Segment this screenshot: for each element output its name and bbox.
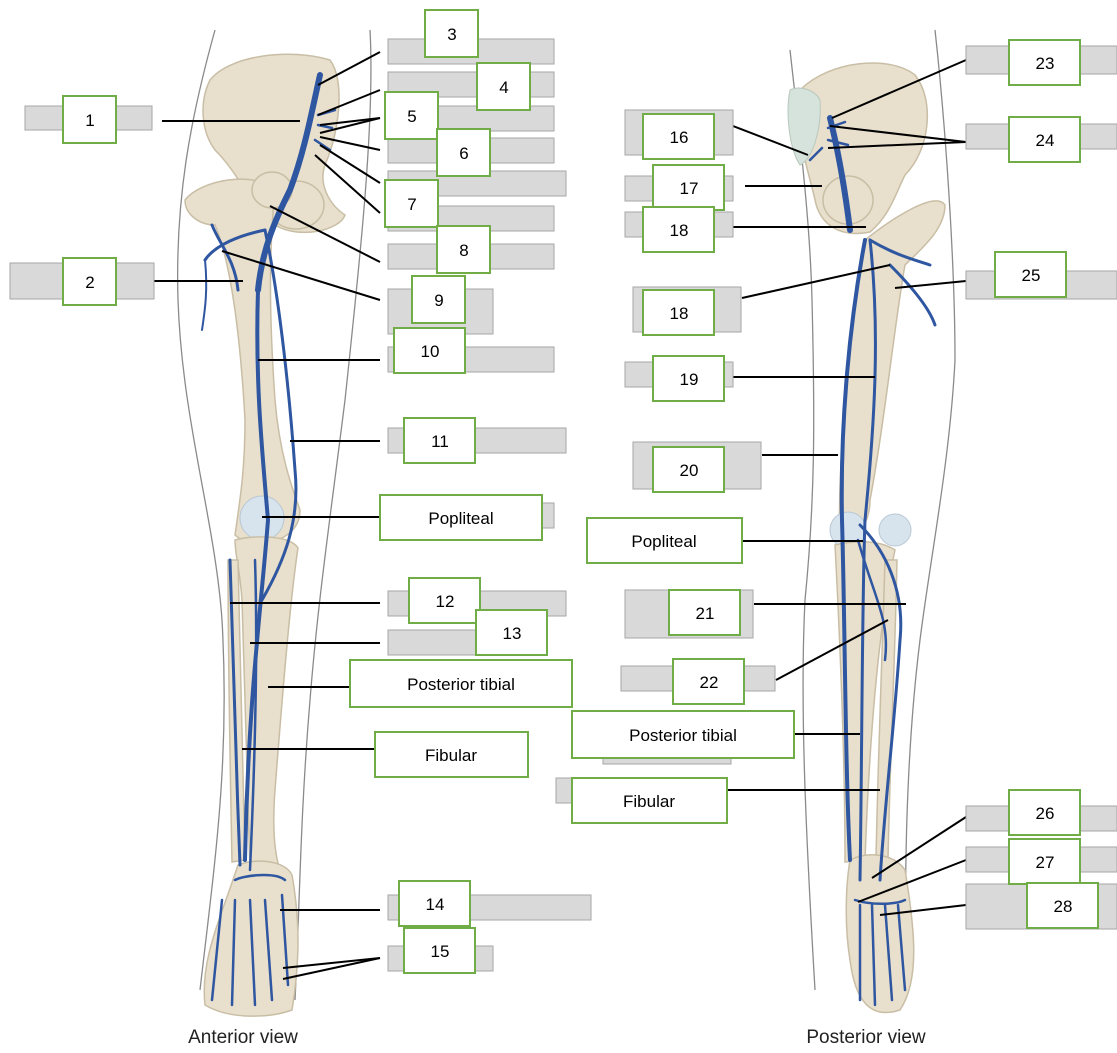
- label-fibular-posterior: Fibular: [572, 778, 727, 823]
- label-fibular-anterior: Fibular: [375, 732, 528, 777]
- svg-text:17: 17: [680, 179, 699, 198]
- posterior-view-caption: Posterior view: [806, 1027, 926, 1048]
- label-7: 7: [385, 180, 438, 227]
- svg-text:Popliteal: Popliteal: [428, 509, 493, 528]
- posterior-leg-illustration: [788, 30, 955, 1013]
- svg-text:8: 8: [459, 241, 468, 260]
- answer-boxes: [10, 39, 1117, 971]
- svg-text:24: 24: [1036, 131, 1055, 150]
- label-25: 25: [995, 252, 1066, 297]
- svg-text:22: 22: [700, 673, 719, 692]
- label-18b: 18: [643, 290, 714, 335]
- label-11: 11: [404, 418, 475, 463]
- label-posterior-tibial-posterior: Posterior tibial: [572, 711, 794, 758]
- label-3: 3: [425, 10, 478, 57]
- svg-text:Posterior tibial: Posterior tibial: [407, 675, 515, 694]
- svg-text:10: 10: [421, 342, 440, 361]
- label-28: 28: [1027, 883, 1098, 928]
- svg-text:7: 7: [407, 195, 416, 214]
- label-20: 20: [653, 447, 724, 492]
- label-27: 27: [1009, 839, 1080, 884]
- svg-text:4: 4: [499, 78, 508, 97]
- label-23: 23: [1009, 40, 1080, 85]
- label-popliteal-posterior: Popliteal: [587, 518, 742, 563]
- svg-text:23: 23: [1036, 54, 1055, 73]
- label-10: 10: [394, 328, 465, 373]
- svg-text:Posterior tibial: Posterior tibial: [629, 726, 737, 745]
- label-9: 9: [412, 276, 465, 323]
- svg-text:16: 16: [670, 128, 689, 147]
- label-16: 16: [643, 114, 714, 159]
- anterior-view-caption: Anterior view: [188, 1027, 298, 1048]
- answer-box[interactable]: [388, 630, 478, 655]
- svg-text:5: 5: [407, 107, 416, 126]
- svg-text:9: 9: [434, 291, 443, 310]
- label-12: 12: [409, 578, 480, 623]
- label-21: 21: [669, 590, 740, 635]
- svg-text:18: 18: [670, 221, 689, 240]
- label-18a: 18: [643, 207, 714, 252]
- label-13: 13: [476, 610, 547, 655]
- svg-text:Fibular: Fibular: [623, 792, 675, 811]
- label-5: 5: [385, 92, 438, 139]
- svg-text:12: 12: [436, 592, 455, 611]
- svg-text:13: 13: [503, 624, 522, 643]
- label-15: 15: [404, 928, 475, 973]
- svg-text:Popliteal: Popliteal: [631, 532, 696, 551]
- svg-text:3: 3: [447, 25, 456, 44]
- svg-text:Fibular: Fibular: [425, 746, 477, 765]
- svg-text:2: 2: [85, 273, 94, 292]
- knee-condyles-2: [879, 514, 911, 546]
- svg-text:25: 25: [1022, 266, 1041, 285]
- label-posterior-tibial-anterior: Posterior tibial: [350, 660, 572, 707]
- label-8: 8: [437, 226, 490, 273]
- label-17: 17: [653, 165, 724, 210]
- svg-text:28: 28: [1054, 897, 1073, 916]
- label-22: 22: [673, 659, 744, 704]
- svg-text:6: 6: [459, 144, 468, 163]
- svg-text:20: 20: [680, 461, 699, 480]
- label-6: 6: [437, 129, 490, 176]
- svg-text:14: 14: [426, 895, 445, 914]
- label-26: 26: [1009, 790, 1080, 835]
- label-popliteal-anterior: Popliteal: [380, 495, 542, 540]
- label-2: 2: [63, 258, 116, 305]
- svg-text:21: 21: [696, 604, 715, 623]
- svg-text:18: 18: [670, 304, 689, 323]
- label-4: 4: [477, 63, 530, 110]
- svg-text:19: 19: [680, 370, 699, 389]
- svg-text:1: 1: [85, 111, 94, 130]
- label-24: 24: [1009, 117, 1080, 162]
- svg-text:11: 11: [431, 432, 449, 451]
- label-1: 1: [63, 96, 116, 143]
- label-19: 19: [653, 356, 724, 401]
- svg-text:26: 26: [1036, 804, 1055, 823]
- svg-text:15: 15: [431, 942, 450, 961]
- label-14: 14: [399, 881, 470, 926]
- svg-text:27: 27: [1036, 853, 1055, 872]
